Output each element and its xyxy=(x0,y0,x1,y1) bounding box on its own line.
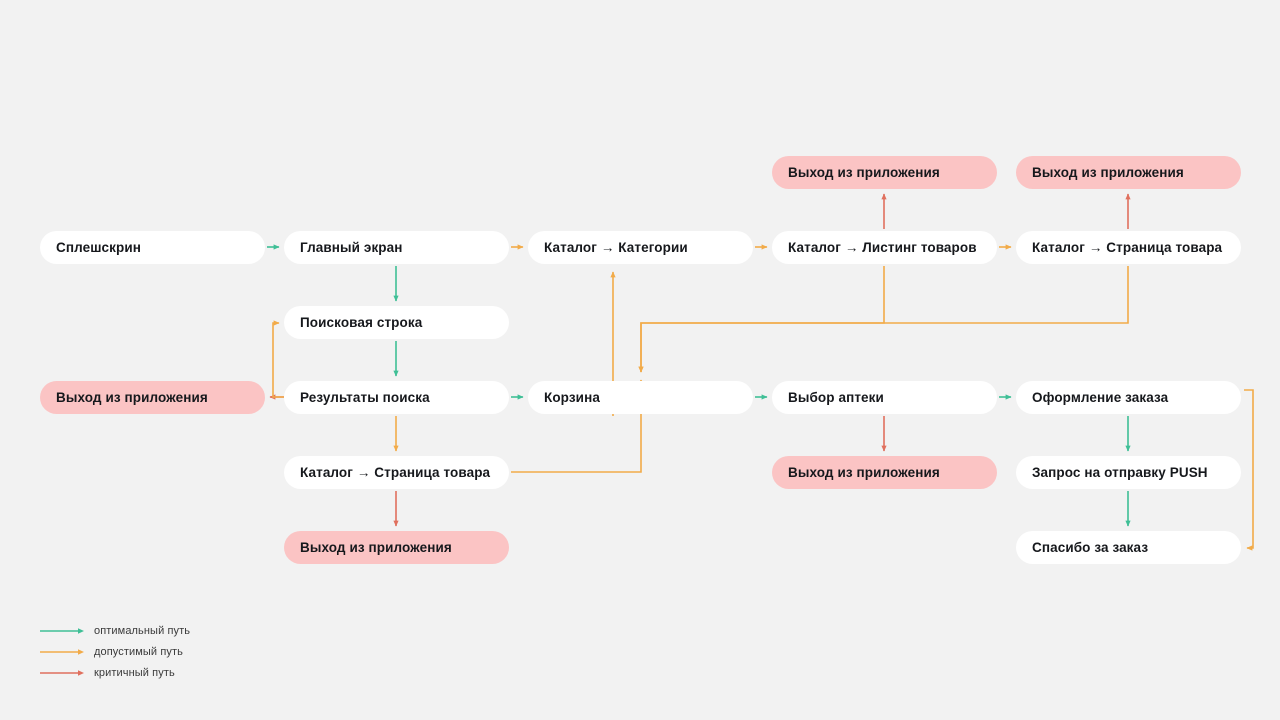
legend-line-optimal xyxy=(40,627,84,634)
legend-label-acceptable: допустимый путь xyxy=(94,645,183,658)
flow-node-push[interactable]: Запрос на отправку PUSH xyxy=(1016,456,1241,489)
legend-item-critical: критичный путь xyxy=(40,662,360,683)
flow-node-pharmacy[interactable]: Выбор аптеки xyxy=(772,381,997,414)
flow-node-exit_list[interactable]: Выход из приложения xyxy=(772,156,997,189)
flow-node-label: Выход из приложения xyxy=(56,390,208,405)
legend: оптимальный путь допустимый путь критичн… xyxy=(40,620,360,683)
flow-node-label: Выход из приложения xyxy=(1032,165,1184,180)
flow-node-search_bar[interactable]: Поисковая строка xyxy=(284,306,509,339)
flow-node-exit_item_bl[interactable]: Выход из приложения xyxy=(284,531,509,564)
flow-node-label: Поисковая строка xyxy=(300,315,423,330)
flow-node-label: Каталог → Страница товара xyxy=(300,465,491,480)
flow-node-label: Сплешскрин xyxy=(56,240,142,255)
flow-node-label: Выбор аптеки xyxy=(788,390,884,405)
flow-node-label: Главный экран xyxy=(300,240,403,255)
flow-edge-catalog_item_tr-to-cart xyxy=(638,266,1129,373)
flow-node-catalog_list[interactable]: Каталог → Листинг товаров xyxy=(772,231,997,264)
legend-line-acceptable xyxy=(40,648,84,655)
flow-node-checkout[interactable]: Оформление заказа xyxy=(1016,381,1241,414)
flow-node-catalog_item_bl[interactable]: Каталог → Страница товара xyxy=(284,456,509,489)
flow-node-label: Спасибо за заказ xyxy=(1032,540,1149,555)
flow-node-exit_pharmacy[interactable]: Выход из приложения xyxy=(772,456,997,489)
legend-line-critical xyxy=(40,669,84,676)
flow-node-label: Выход из приложения xyxy=(300,540,452,555)
flow-node-label: Оформление заказа xyxy=(1032,390,1169,405)
flow-edge-search_results-to-search_bar xyxy=(272,320,284,398)
flow-node-search_results[interactable]: Результаты поиска xyxy=(284,381,509,414)
flow-node-label: Запрос на отправку PUSH xyxy=(1032,465,1208,480)
flow-node-label: Каталог → Листинг товаров xyxy=(788,240,977,255)
legend-item-optimal: оптимальный путь xyxy=(40,620,360,641)
flow-node-label: Каталог → Категории xyxy=(544,240,688,255)
flow-node-exit_search[interactable]: Выход из приложения xyxy=(40,381,265,414)
flow-node-catalog_item_tr[interactable]: Каталог → Страница товара xyxy=(1016,231,1241,264)
flow-node-label: Выход из приложения xyxy=(788,465,940,480)
flow-node-thanks[interactable]: Спасибо за заказ xyxy=(1016,531,1241,564)
flow-node-label: Корзина xyxy=(544,390,600,405)
flow-node-label: Выход из приложения xyxy=(788,165,940,180)
flow-node-cart[interactable]: Корзина xyxy=(528,381,753,414)
flow-edge-catalog_list_down-to-cart xyxy=(638,266,885,373)
flow-node-label: Результаты поиска xyxy=(300,390,430,405)
flow-node-exit_item_tr[interactable]: Выход из приложения xyxy=(1016,156,1241,189)
flow-node-splash[interactable]: Сплешскрин xyxy=(40,231,265,264)
legend-label-critical: критичный путь xyxy=(94,666,175,679)
flow-node-home[interactable]: Главный экран xyxy=(284,231,509,264)
legend-item-acceptable: допустимый путь xyxy=(40,641,360,662)
flow-node-label: Каталог → Страница товара xyxy=(1032,240,1223,255)
legend-label-optimal: оптимальный путь xyxy=(94,624,191,637)
flow-edge-checkout-to-thanks xyxy=(1244,389,1254,551)
flow-node-catalog_cats[interactable]: Каталог → Категории xyxy=(528,231,753,264)
